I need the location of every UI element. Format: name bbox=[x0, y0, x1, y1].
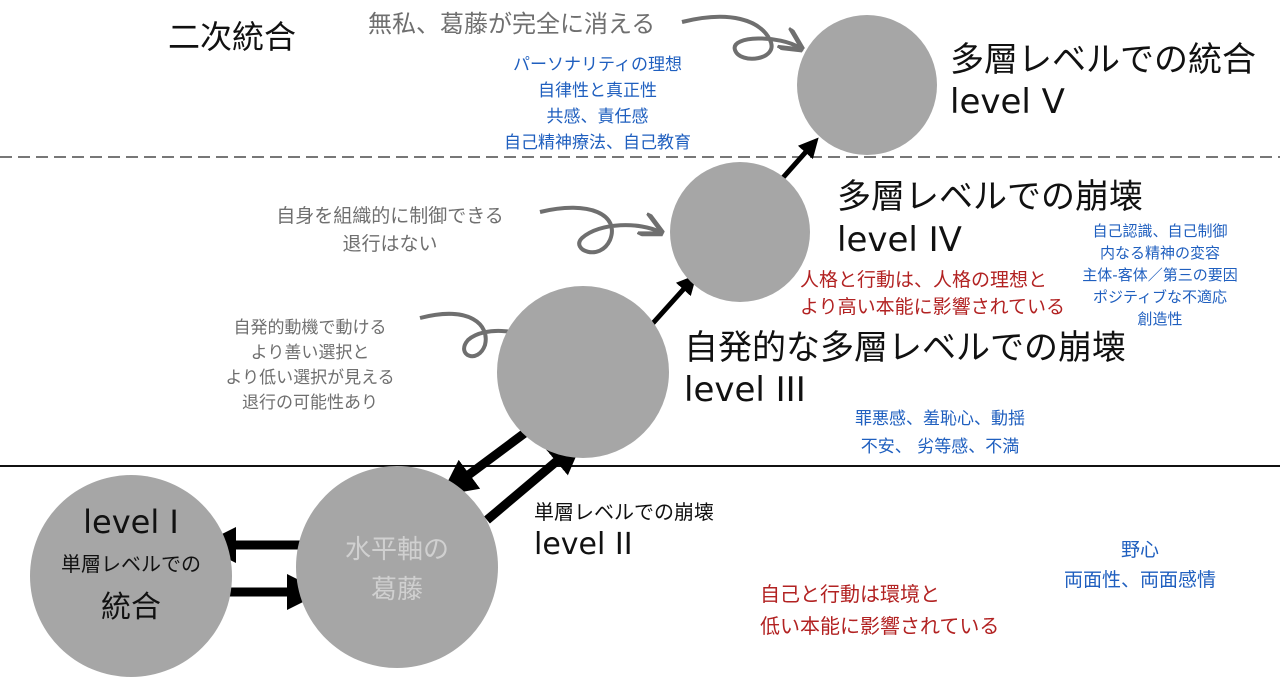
circle-line: 水平軸の bbox=[344, 535, 449, 565]
trait: 創造性 bbox=[1137, 310, 1183, 328]
trait: 主体-客体／第三の要因 bbox=[1082, 266, 1238, 284]
level5-traits: パーソナリティの理想 自律性と真正性 共感、責任感 自己精神療法、自己教育 bbox=[480, 52, 715, 156]
level4-circle bbox=[670, 162, 810, 302]
level2-label: level II bbox=[534, 527, 633, 562]
level2-circle-label: 水平軸の 葛藤 bbox=[296, 530, 498, 610]
level1-circle bbox=[30, 475, 232, 677]
note-line: 退行はない bbox=[342, 233, 438, 255]
influence-line: 自己と行動は環境と bbox=[760, 582, 940, 606]
note-line: より低い選択が見える bbox=[225, 368, 395, 388]
trait: 両面性、両面感情 bbox=[1063, 569, 1216, 591]
level4-traits: 自己認識、自己制御 内なる精神の変容 主体-客体／第三の要因 ポジティブな不適応… bbox=[1070, 220, 1250, 330]
circle-line: 葛藤 bbox=[370, 575, 423, 605]
level2-circle bbox=[296, 466, 498, 668]
influence-line: 人格と行動は、人格の理想と bbox=[800, 269, 1048, 291]
trait: 自己認識、自己制御 bbox=[1092, 222, 1228, 240]
trait: 内なる精神の変容 bbox=[1099, 244, 1220, 262]
level3-title: 自発的な多層レベルでの崩壊 bbox=[684, 328, 1126, 368]
arrow-up-right bbox=[484, 438, 584, 524]
trait: 自己精神療法、自己教育 bbox=[504, 133, 691, 153]
level1-title: 統合 bbox=[101, 590, 161, 625]
level1-subtitle: 単層レベルでの bbox=[61, 552, 201, 576]
curly-arrow-5 bbox=[681, 14, 800, 61]
level3-circle bbox=[497, 286, 669, 458]
level4-note: 自身を組織的に制御できる 退行はない bbox=[250, 202, 530, 258]
level4-label: level IV bbox=[837, 220, 962, 260]
trait: 自律性と真正性 bbox=[538, 81, 657, 101]
note-line: 退行の可能性あり bbox=[242, 393, 378, 413]
level5-circle bbox=[797, 15, 937, 155]
trait: 罪悪感、羞恥心、動揺 bbox=[855, 409, 1025, 429]
level5-label: level V bbox=[950, 82, 1065, 122]
trait: 不安、 劣等感、不満 bbox=[860, 437, 1020, 457]
trait: 共感、責任感 bbox=[546, 107, 649, 127]
level3-note: 自発的動機で動ける より善い選択と より低い選択が見える 退行の可能性あり bbox=[200, 316, 420, 416]
note-line: 自身を組織的に制御できる bbox=[276, 205, 504, 227]
trait: 野心 bbox=[1120, 539, 1159, 561]
page-title: 二次統合 bbox=[168, 18, 297, 56]
level2-title: 単層レベルでの崩壊 bbox=[534, 500, 714, 524]
influence-line: 低い本能に影響されている bbox=[760, 614, 1000, 638]
level2-influence: 自己と行動は環境と 低い本能に影響されている bbox=[760, 578, 999, 642]
level5-title: 多層レベルでの統合 bbox=[950, 40, 1256, 80]
level4-influence: 人格と行動は、人格の理想と より高い本能に影響されている bbox=[800, 267, 1065, 321]
curly-arrow-4 bbox=[539, 205, 660, 255]
note-line: より善い選択と bbox=[250, 343, 370, 363]
note-line: 自発的動機で動ける bbox=[233, 318, 387, 338]
level1-label: level I bbox=[83, 503, 179, 541]
curly-arrow-3 bbox=[419, 311, 545, 359]
level2-traits: 野心 両面性、両面感情 bbox=[1040, 535, 1240, 595]
trait: パーソナリティの理想 bbox=[513, 55, 682, 75]
level5-note: 無私、葛藤が完全に消える bbox=[368, 10, 656, 38]
level3-traits: 罪悪感、羞恥心、動揺 不安、 劣等感、不満 bbox=[825, 405, 1055, 461]
trait: ポジティブな不適応 bbox=[1092, 288, 1228, 306]
influence-line: より高い本能に影響されている bbox=[800, 296, 1066, 318]
level4-title: 多層レベルでの崩壊 bbox=[837, 177, 1143, 217]
level3-label: level III bbox=[684, 370, 806, 410]
